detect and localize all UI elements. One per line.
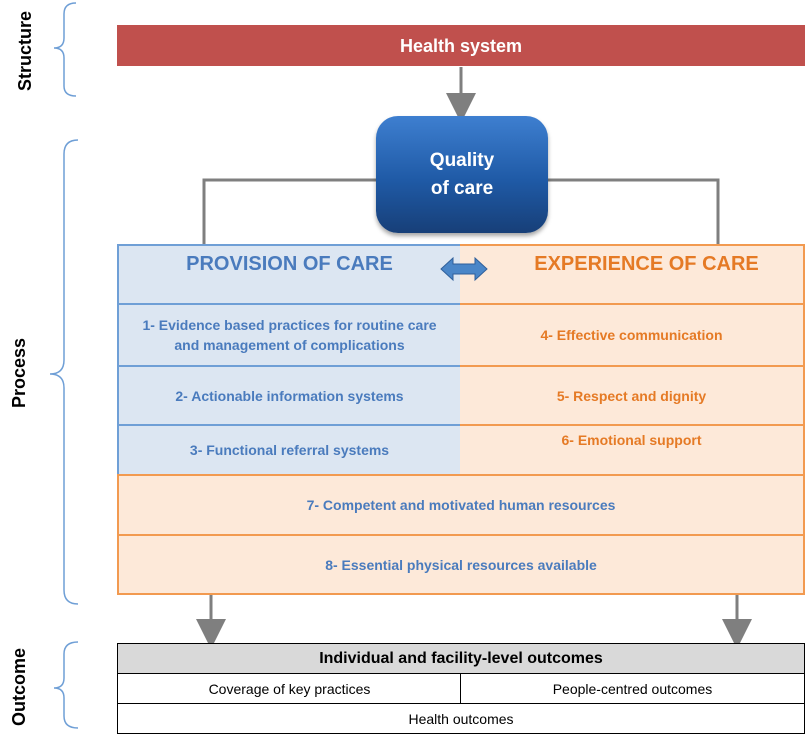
outcome-label: Outcome — [9, 648, 29, 727]
provision-item-1: 1- Evidence based practices for routine … — [117, 303, 462, 367]
process-bracket — [49, 139, 79, 605]
provision-item-3: 3- Functional referral systems — [117, 424, 462, 476]
line-quality-to-experience — [548, 178, 720, 244]
quality-of-care-box: Quality of care — [376, 116, 548, 233]
shared-item-8: 8- Essential physical resources availabl… — [117, 534, 805, 595]
outcomes-header: Individual and facility-level outcomes — [117, 643, 805, 674]
health-outcome: Health outcomes — [117, 703, 805, 734]
shared-item-7: 7- Competent and motivated human resourc… — [117, 474, 805, 536]
people-centred-outcome: People-centred outcomes — [460, 673, 805, 704]
health-system-bar: Health system — [117, 25, 805, 66]
experience-title: EXPERIENCE OF CARE — [460, 244, 805, 305]
structure-bracket — [53, 2, 77, 97]
line-quality-to-provision — [202, 178, 376, 244]
provision-item-2: 2- Actionable information systems — [117, 365, 462, 426]
provision-title-text: PROVISION OF CARE — [186, 253, 393, 275]
experience-title-text: EXPERIENCE OF CARE — [534, 253, 759, 275]
experience-item-5: 5- Respect and dignity — [460, 365, 805, 426]
provision-title: PROVISION OF CARE — [117, 244, 462, 305]
experience-item-4: 4- Effective communication — [460, 303, 805, 367]
coverage-outcome: Coverage of key practices — [117, 673, 462, 704]
experience-item-6: 6- Emotional support — [460, 424, 805, 476]
outcome-bracket — [53, 641, 79, 729]
double-arrow-icon — [440, 256, 488, 282]
process-label: Process — [9, 337, 29, 409]
structure-label: Structure — [15, 11, 35, 92]
